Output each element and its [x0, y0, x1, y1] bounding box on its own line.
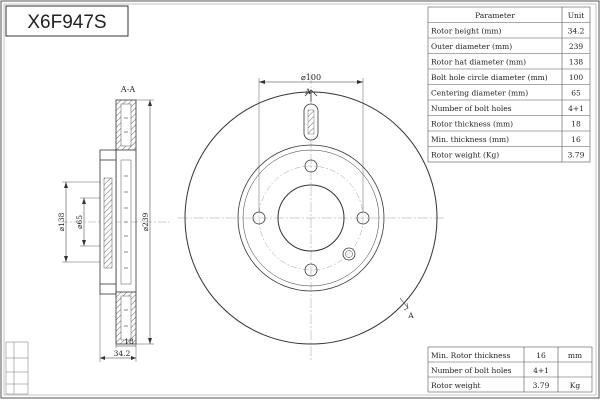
spec-row-value: 34.2: [568, 27, 585, 36]
bolt-circle: [258, 165, 364, 271]
section-marker-bottom: A: [407, 311, 414, 320]
front-view: ⌀100 A A: [178, 73, 444, 362]
summary-row-unit: Kg: [570, 381, 581, 390]
spec-row-param: Centering diameter (mm): [431, 89, 528, 98]
spec-row-param: Min. thickness (mm): [431, 135, 509, 144]
revision-block: [5, 341, 29, 395]
dim-hat-dia: ⌀138: [57, 212, 66, 231]
section-view: A-A ⌀138: [57, 85, 170, 362]
spec-row-value: 100: [569, 73, 584, 82]
title-block: X6F947S: [5, 5, 129, 37]
spec-header-unit: Unit: [568, 11, 585, 20]
bolt-hole: [304, 159, 318, 173]
summary-row-value: 3.79: [533, 381, 550, 390]
locator-hole: [342, 247, 356, 261]
summary-row-label: Min. Rotor thickness: [431, 351, 510, 360]
summary-row-label: Number of bolt holes: [431, 366, 512, 375]
spec-row-value: 138: [569, 58, 584, 67]
spec-row-value: 4+1: [568, 104, 584, 113]
rotor-hat-inner: [242, 149, 380, 287]
spec-row-param: Bolt hole circle diameter (mm): [431, 73, 548, 82]
spec-row-value: 65: [571, 89, 581, 98]
spec-row-param: Rotor height (mm): [431, 27, 502, 36]
sheet-inner-border: [3, 3, 597, 396]
spec-row-value: 3.79: [568, 151, 585, 160]
spec-row-param: Rotor hat diameter (mm): [431, 58, 526, 67]
dim-height: 34.2: [114, 349, 131, 358]
center-bore: [277, 184, 345, 252]
summary-row-unit: mm: [568, 351, 582, 360]
rotor-hat-edge: [237, 144, 385, 292]
bolt-hole: [304, 263, 318, 277]
dim-bolt-circle: ⌀100: [301, 73, 321, 82]
spec-row-param: Number of bolt holes: [431, 104, 512, 113]
spec-row-value: 16: [571, 135, 581, 144]
spec-row-param: Rotor weight (Kg): [431, 151, 499, 160]
section-label: A-A: [120, 85, 135, 94]
dim-outer-dia: ⌀239: [141, 212, 150, 231]
dim-thickness: 18: [124, 337, 134, 346]
dim-center-dia: ⌀65: [75, 215, 84, 229]
summary-row-value: 16: [536, 351, 546, 360]
spec-row-param: Outer diameter (mm): [431, 42, 512, 51]
spec-row-value: 239: [569, 42, 584, 51]
summary-row-value: 4+1: [533, 366, 549, 375]
spec-row-param: Rotor thickness (mm): [431, 120, 513, 129]
part-number: X6F947S: [27, 12, 106, 33]
section-marker-top: A: [304, 87, 311, 96]
summary-row-label: Rotor weight: [431, 381, 481, 390]
spec-header-parameter: Parameter: [475, 11, 515, 20]
spec-row-value: 18: [571, 120, 581, 129]
